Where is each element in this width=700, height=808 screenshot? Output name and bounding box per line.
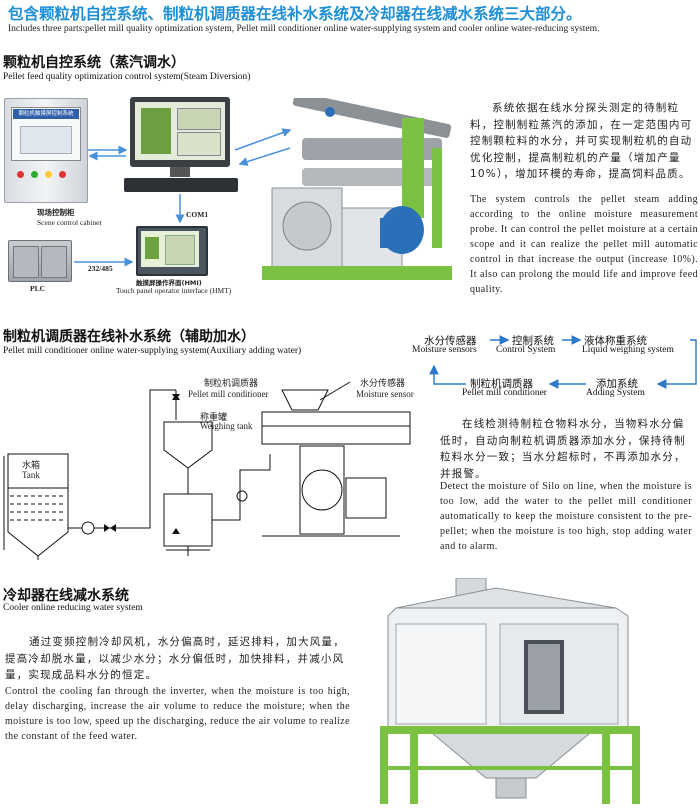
hmi-label-en: Touch panel operator interface (HMT) bbox=[116, 286, 232, 295]
tank-label-en: Tank bbox=[22, 470, 40, 480]
weigh-tank-label-en: Weighing tank bbox=[200, 421, 253, 431]
flow-step-5-cn: 制粒机调质器 bbox=[470, 378, 533, 390]
section3-desc-cn: 通过变频控制冷却风机，水分偏高时，延迟排料，加大风量，提高冷却脱水量，以减少水分… bbox=[5, 636, 345, 681]
hmi-graphic bbox=[165, 235, 195, 265]
rs-label: 232/485 bbox=[88, 264, 113, 273]
conditioner-label-en: Pellet mill conditioner bbox=[188, 389, 269, 399]
flow-step-4-cn: 添加系统 bbox=[596, 378, 638, 390]
section2-desc-en: Detect the moisture of Silo on line, whe… bbox=[440, 481, 692, 552]
flow-step-1-cn: 水分传感器 bbox=[424, 335, 477, 347]
monitor-stand bbox=[170, 167, 190, 177]
section3-title-en: Cooler online reducing water system bbox=[3, 603, 143, 613]
flow-step-5-en: Pellet mill conditioner bbox=[462, 388, 547, 398]
page-subtitle: Includes three parts:pellet mill quality… bbox=[8, 24, 600, 34]
sensor-label-cn: 水分传感器 bbox=[360, 379, 406, 389]
pellet-mill-machine bbox=[262, 98, 452, 280]
hmi-graphic bbox=[145, 237, 159, 259]
cabinet-screen-panel bbox=[20, 126, 72, 154]
monitor-screen bbox=[135, 102, 225, 160]
plc-module bbox=[8, 240, 72, 282]
cabinet-label-en: Scene control cabinet bbox=[37, 218, 102, 227]
indicator-light-icon bbox=[59, 171, 66, 178]
section2-title-en: Pellet mill conditioner online water-sup… bbox=[3, 346, 302, 356]
cabinet-screen-header: 颗粒机触摸屏控制系统 bbox=[13, 109, 79, 119]
flow-step-1-en: Moisture sensors bbox=[412, 345, 477, 355]
control-cabinet: 颗粒机触摸屏控制系统 bbox=[4, 98, 88, 203]
section3-desc-en: Control the cooling fan through the inve… bbox=[5, 686, 350, 742]
monitor-graphic bbox=[177, 108, 221, 130]
cabinet-screen: 颗粒机触摸屏控制系统 bbox=[11, 107, 81, 161]
section1-title-cn: 颗粒机自控系统（蒸汽调水） bbox=[3, 55, 185, 71]
water-supply-schematic bbox=[3, 381, 411, 560]
conditioner-label-cn: 制粒机调质器 bbox=[204, 379, 259, 389]
com-label: COM1 bbox=[186, 210, 209, 219]
flow-step-3-cn: 液体称重系统 bbox=[584, 335, 647, 347]
weigh-tank-label-cn: 称重罐 bbox=[200, 413, 228, 423]
plc-slot bbox=[41, 246, 67, 278]
monitor-graphic bbox=[177, 132, 221, 156]
cooler-machine bbox=[380, 578, 640, 804]
section1-desc-en: The system controls the pellet steam add… bbox=[470, 194, 698, 295]
page-title: 包含颗粒机自控系统、制粒机调质器在线补水系统及冷却器在线减水系统三大部分。 bbox=[8, 5, 582, 23]
cabinet-label-cn: 现场控制柜 bbox=[37, 208, 75, 217]
indicator-light-icon bbox=[17, 171, 24, 178]
flow-step-2-en: Control System bbox=[496, 345, 556, 355]
computer-monitor bbox=[130, 97, 230, 167]
flow-diagram-arrows bbox=[429, 335, 697, 389]
flow-step-3-en: Liquid weighing system bbox=[582, 345, 674, 355]
hmi-panel bbox=[136, 226, 208, 276]
plc-label: PLC bbox=[30, 284, 45, 293]
indicator-light-icon bbox=[31, 171, 38, 178]
section3-title-cn: 冷却器在线减水系统 bbox=[3, 588, 129, 604]
sensor-label-en: Moisture sensor bbox=[356, 389, 414, 399]
hmi-label-cn: 触摸屏操作界面(HMI) bbox=[136, 279, 202, 287]
hmi-screen bbox=[141, 231, 199, 267]
flow-step-4-en: Adding System bbox=[586, 388, 645, 398]
keyboard bbox=[124, 178, 238, 192]
plc-slot bbox=[13, 246, 39, 278]
section2-title-cn: 制粒机调质器在线补水系统（辅助加水） bbox=[3, 329, 255, 345]
section1-desc-cn: 系统依据在线水分探头测定的待制粒料，控制制粒蒸汽的添加，在一定范围内可控制颗粒料… bbox=[470, 102, 693, 180]
section1-connectors bbox=[74, 128, 292, 267]
section2-desc-cn: 在线检测待制粒仓物料水分，当物料水分偏低时，自动向制粒机调质器添加水分，保持待制… bbox=[440, 418, 686, 480]
monitor-graphic bbox=[141, 108, 171, 154]
tank-label-cn: 水箱 bbox=[22, 461, 41, 471]
indicator-light-icon bbox=[45, 171, 52, 178]
flow-step-2-cn: 控制系统 bbox=[512, 335, 554, 347]
section1-title-en: Pellet feed quality optimization control… bbox=[3, 72, 251, 82]
